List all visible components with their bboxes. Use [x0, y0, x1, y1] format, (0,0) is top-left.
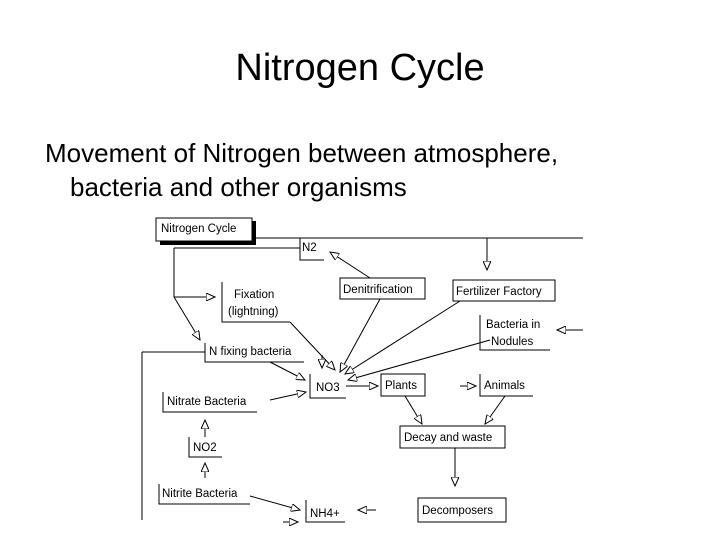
arrow-nodules-no3 [348, 339, 491, 380]
body-line-1: Movement of Nitrogen between atmosphere, [45, 138, 559, 168]
arrow-nitrate-no3 [269, 392, 306, 401]
animals-node: Animals [479, 374, 533, 397]
arrow-animals-decay [485, 395, 506, 424]
no3-label: NO3 [316, 382, 340, 394]
nitrite-bacteria-label: Nitrite Bacteria [162, 488, 238, 500]
slide-body-text: Movement of Nitrogen between atmosphere,… [45, 136, 705, 204]
slide-title: Nitrogen Cycle [235, 47, 485, 89]
nh4-node: NH4+ [305, 500, 345, 523]
arrow-n-fixing-no3 [269, 361, 305, 380]
no2-label: NO2 [193, 442, 217, 454]
decay-waste-node: Decay and waste [399, 425, 506, 449]
n-fixing-bacteria-label: N fixing bacteria [209, 346, 292, 358]
bacteria-nodules-label-2: Nodules [491, 336, 533, 348]
fertilizer-factory-label: Fertilizer Factory [456, 286, 542, 298]
fixation-node: Fixation (lightning) [221, 282, 290, 323]
nitrate-bacteria-node: Nitrate Bacteria [162, 392, 257, 413]
decomposers-label: Decomposers [422, 505, 493, 517]
n-fixing-bacteria-node: N fixing bacteria [204, 343, 304, 363]
fertilizer-factory-node: Fertilizer Factory [452, 279, 556, 302]
denitrification-label: Denitrification [343, 284, 413, 296]
body-line-2: bacteria and other organisms [70, 172, 407, 202]
decay-waste-label: Decay and waste [404, 432, 492, 444]
nitrite-bacteria-node: Nitrite Bacteria [158, 484, 250, 505]
arrow-fixation-no3 [289, 321, 335, 370]
no2-node: NO2 [188, 437, 222, 458]
fixation-label-1: Fixation [234, 289, 274, 301]
plants-node: Plants [380, 373, 426, 397]
decomposers-node: Decomposers [417, 497, 507, 523]
n2-label: N2 [302, 242, 317, 254]
arrow-no3-denitrification [340, 298, 381, 372]
arrow-to-n-fixing [173, 296, 200, 340]
diagram-header-box: Nitrogen Cycle [155, 217, 256, 245]
bacteria-nodules-node: Bacteria in Nodules [479, 315, 550, 351]
bacteria-nodules-label-1: Bacteria in [486, 319, 540, 331]
diagram-arrows [173, 238, 583, 522]
nitrate-bacteria-label: Nitrate Bacteria [167, 396, 247, 408]
arrow-nh4-nitrite [249, 495, 300, 510]
fixation-label-2: (lightning) [228, 306, 279, 318]
denitrification-node: Denitrification [339, 277, 426, 300]
diagram-header-label: Nitrogen Cycle [161, 223, 236, 235]
arrow-plants-decay [404, 395, 422, 424]
animals-label: Animals [484, 380, 525, 392]
nh4-label: NH4+ [310, 508, 340, 520]
arrow-denitrification-n2 [330, 252, 371, 279]
plants-label: Plants [385, 380, 417, 392]
no3-node: NO3 [309, 374, 346, 399]
arrow-fertilizer-no3 [345, 300, 461, 374]
n2-node: N2 [299, 238, 324, 261]
